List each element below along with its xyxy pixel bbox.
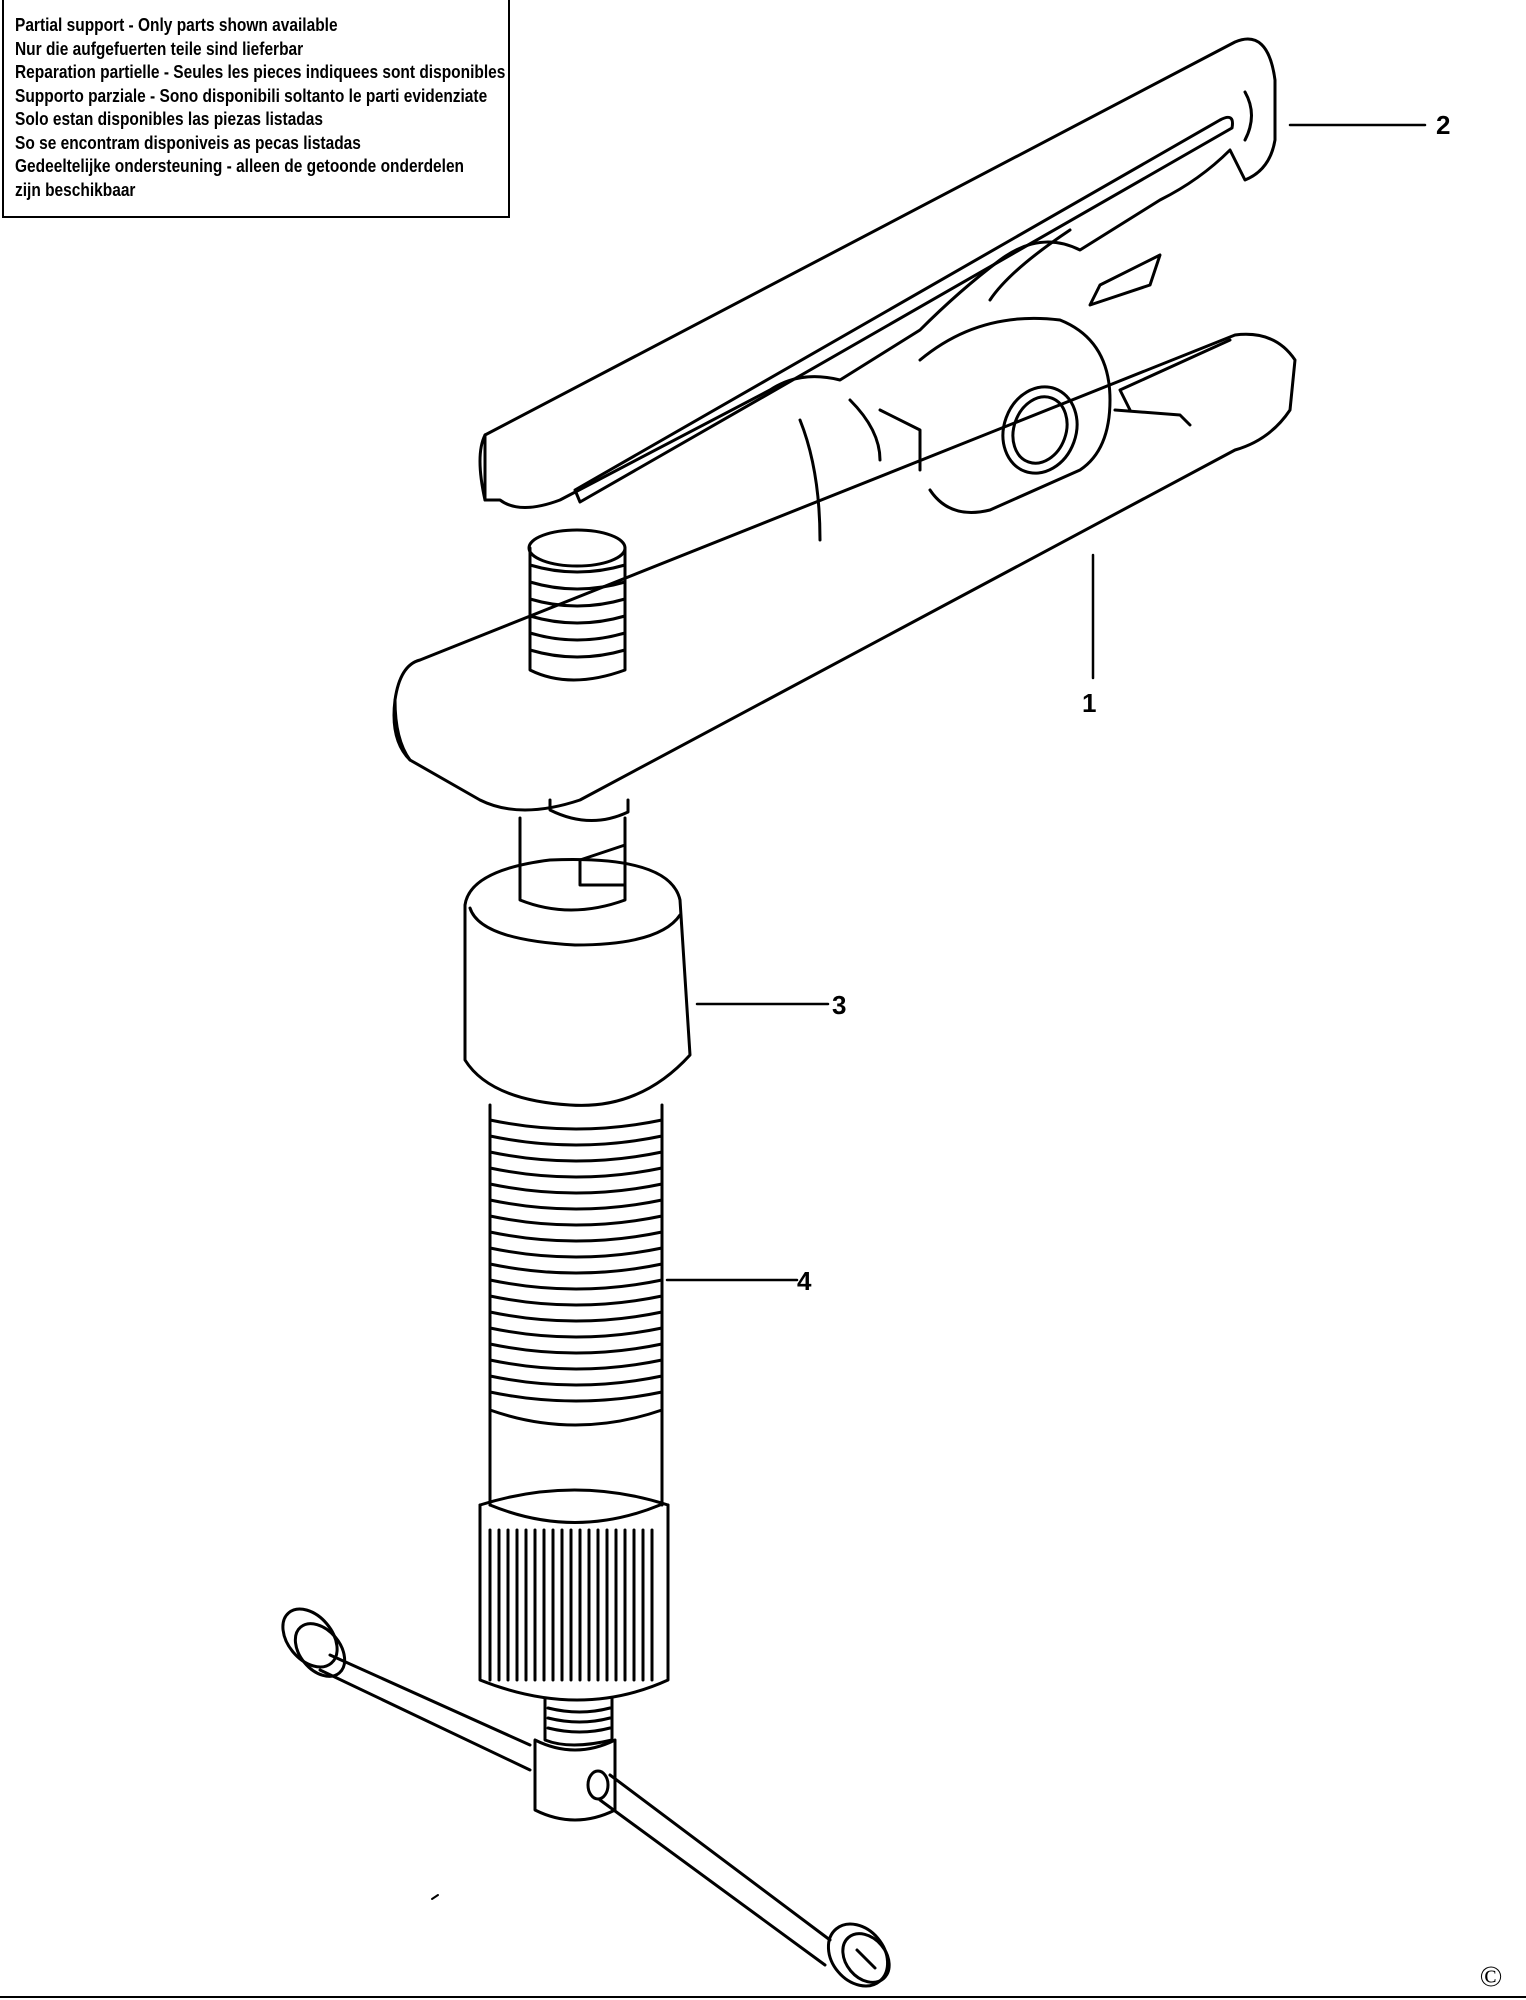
notice-line: zijn beschikbaar: [15, 179, 136, 200]
stem: [518, 798, 630, 912]
notice-line: Solo estan disponibles las piezas listad…: [15, 109, 323, 129]
thread-line: [488, 1118, 664, 1131]
thread-line: [488, 1278, 664, 1291]
stray-mark: [431, 1894, 439, 1900]
notice-line: Supporto parziale - Sono disponibili sol…: [15, 85, 488, 106]
thread-line: [488, 1134, 664, 1147]
thread-line: [528, 614, 627, 625]
sleeve: [463, 858, 692, 1107]
thread-line: [488, 1294, 664, 1307]
thread-line: [488, 1342, 664, 1355]
tool-body: [392, 253, 1297, 812]
notice-line: Reparation partielle - Seules les pieces…: [15, 62, 506, 82]
thread-line: [488, 1198, 664, 1211]
thread-line: [488, 1214, 664, 1227]
thread-line: [488, 1182, 664, 1195]
thread-line: [528, 580, 627, 591]
notice-line: Partial support - Only parts shown avail…: [15, 15, 338, 35]
thread-line: [488, 1358, 664, 1371]
partial-support-notice: Partial support - Only parts shown avail…: [2, 0, 510, 218]
callout-label-2: 2: [1436, 110, 1451, 140]
thread-line: [528, 648, 627, 659]
thread-line: [528, 597, 627, 608]
thread-line: [488, 1230, 664, 1243]
t-handle: [281, 1607, 891, 1988]
thread-line: [488, 1374, 664, 1387]
thread-line: [488, 1262, 664, 1275]
footer-rule: [0, 1996, 1526, 1998]
callout-label-1: 1: [1082, 688, 1097, 718]
callout-label-4: 4: [797, 1266, 812, 1296]
thread-line: [528, 563, 627, 574]
notice-line: Gedeeltelijke ondersteuning - alleen de …: [15, 156, 465, 176]
notice-line: Nur die aufgefuerten teile sind lieferba…: [15, 38, 304, 59]
upper-arm: [478, 37, 1277, 509]
thread-line: [488, 1326, 664, 1339]
upper-screw: [527, 528, 627, 682]
thread-line: [528, 631, 627, 642]
copyright-symbol: ©: [1479, 1960, 1503, 1993]
leader-lines: [665, 123, 1427, 1282]
thread-line: [488, 1390, 664, 1403]
threaded-spindle: [478, 1103, 670, 1702]
thread-line: [488, 1246, 664, 1259]
callout-label-3: 3: [832, 990, 847, 1020]
thread-line: [488, 1310, 664, 1323]
thread-line: [488, 1166, 664, 1179]
thread-line: [488, 1150, 664, 1163]
notice-line: So se encontram disponiveis as pecas lis…: [15, 132, 361, 153]
